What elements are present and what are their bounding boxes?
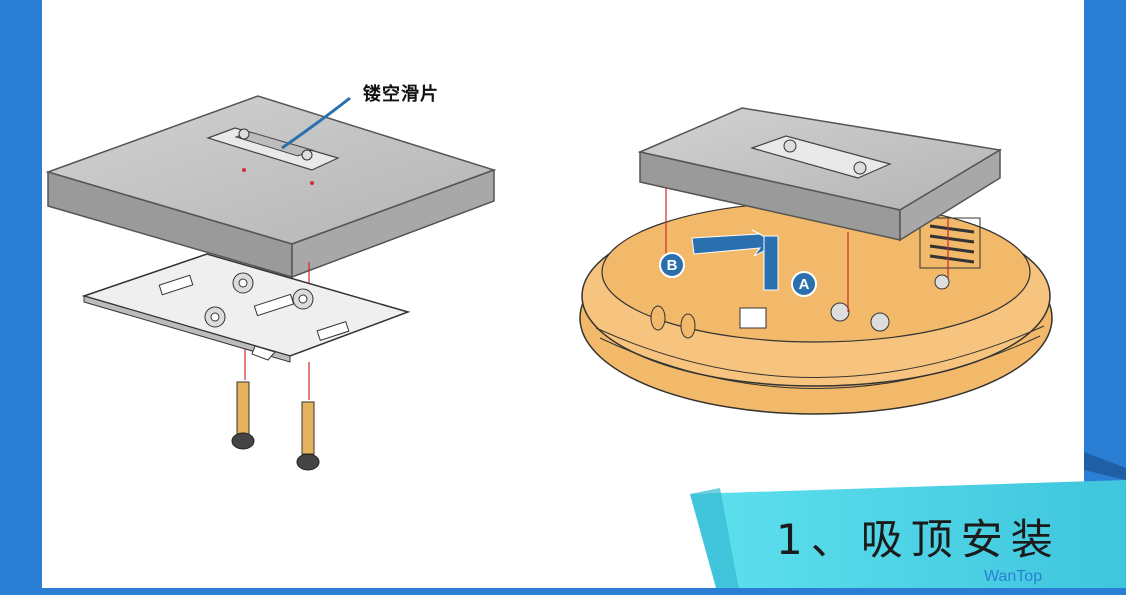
callout-leader	[281, 96, 351, 150]
screw-2	[296, 401, 320, 471]
slide-title: 1、吸顶安装	[776, 515, 1061, 564]
marker-b-label: B	[667, 257, 678, 274]
marker-a-label: A	[799, 276, 810, 293]
alignment-lines-right	[665, 188, 949, 312]
slide-direction-arrow	[691, 229, 780, 291]
ceiling-device-base	[579, 201, 1053, 415]
marker-b: B	[659, 252, 685, 278]
sliding-plate-callout: 镂空滑片	[363, 84, 439, 105]
access-point-box-left	[45, 95, 497, 279]
access-point-box-right	[637, 107, 1003, 242]
screw-1	[231, 381, 255, 450]
watermark: WanTop	[984, 568, 1043, 585]
mounting-bracket	[81, 253, 411, 363]
left-border	[0, 0, 42, 595]
marker-a: A	[791, 271, 817, 297]
title-banner	[690, 452, 1126, 595]
bottom-border	[0, 588, 1126, 595]
sliding-plate-left	[206, 127, 340, 185]
